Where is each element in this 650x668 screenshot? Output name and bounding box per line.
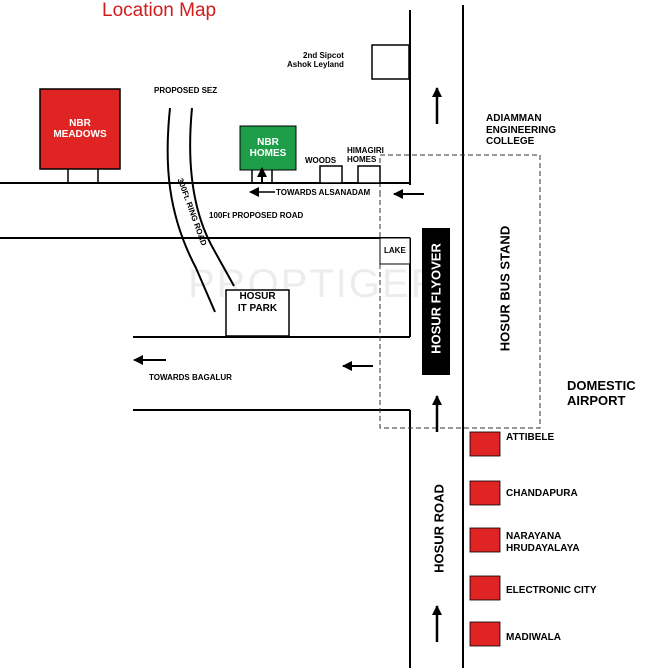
stop-label: ELECTRONIC CITY: [506, 585, 597, 596]
stop-marker-madiwala: [469, 621, 501, 647]
stop-label: ATTIBELE: [506, 432, 555, 443]
proposed-road-label: 100Ft PROPOSED ROAD: [209, 211, 304, 220]
hosur-flyover-label: HOSUR FLYOVER: [428, 243, 444, 354]
stop-marker-narayana: [469, 527, 501, 553]
stop-label: NARAYANA HRUDAYALAYA: [506, 531, 580, 554]
lake-box: [379, 237, 411, 265]
stop-label: CHANDAPURA: [506, 488, 578, 499]
towards-bagalur-label: TOWARDS BAGALUR: [149, 373, 232, 382]
map-title: Location Map: [102, 0, 217, 21]
ring-road-line: [189, 107, 235, 287]
woods-label: WOODS: [305, 156, 337, 165]
sipcot-building: [371, 44, 410, 80]
towards-alsanadam-label: TOWARDS ALSANADAM: [276, 188, 371, 197]
domestic-airport-label: DOMESTIC AIRPORT: [567, 378, 636, 408]
flyover-block: [422, 228, 450, 375]
hosur-it-park-label: HOSUR IT PARK: [237, 291, 278, 314]
himagiri-building: [357, 165, 381, 184]
sipcot-label: 2nd Sipcot Ashok Leyland: [287, 51, 344, 70]
dashed-zone: [379, 154, 541, 429]
stop-label: MADIWALA: [506, 632, 561, 643]
stop-marker-electronic-city: [469, 575, 501, 601]
himagiri-label: HIMAGIRI HOMES: [347, 146, 384, 165]
adiamman-label: ADIAMMAN ENGINEERING COLLEGE: [486, 113, 557, 147]
hosur-road-label: HOSUR ROAD: [431, 484, 447, 573]
nbr-meadows-marker: [39, 88, 121, 170]
stop-marker-chandapura: [469, 480, 501, 506]
nbr-homes-marker: [239, 125, 297, 171]
hosur-it-park-building: [225, 289, 290, 337]
nbr-homes-label: NBR HOMES: [249, 136, 287, 160]
hosur-bus-stand-label: HOSUR BUS STAND: [497, 225, 513, 352]
woods-building: [319, 165, 343, 184]
proposed-sez-label: PROPOSED SEZ: [154, 86, 218, 95]
stop-marker-attibele: [469, 431, 501, 457]
nbr-meadows-label: NBR MEADOWS: [53, 117, 107, 141]
ring-road-line: [166, 107, 216, 313]
lake-label: LAKE: [384, 246, 406, 255]
